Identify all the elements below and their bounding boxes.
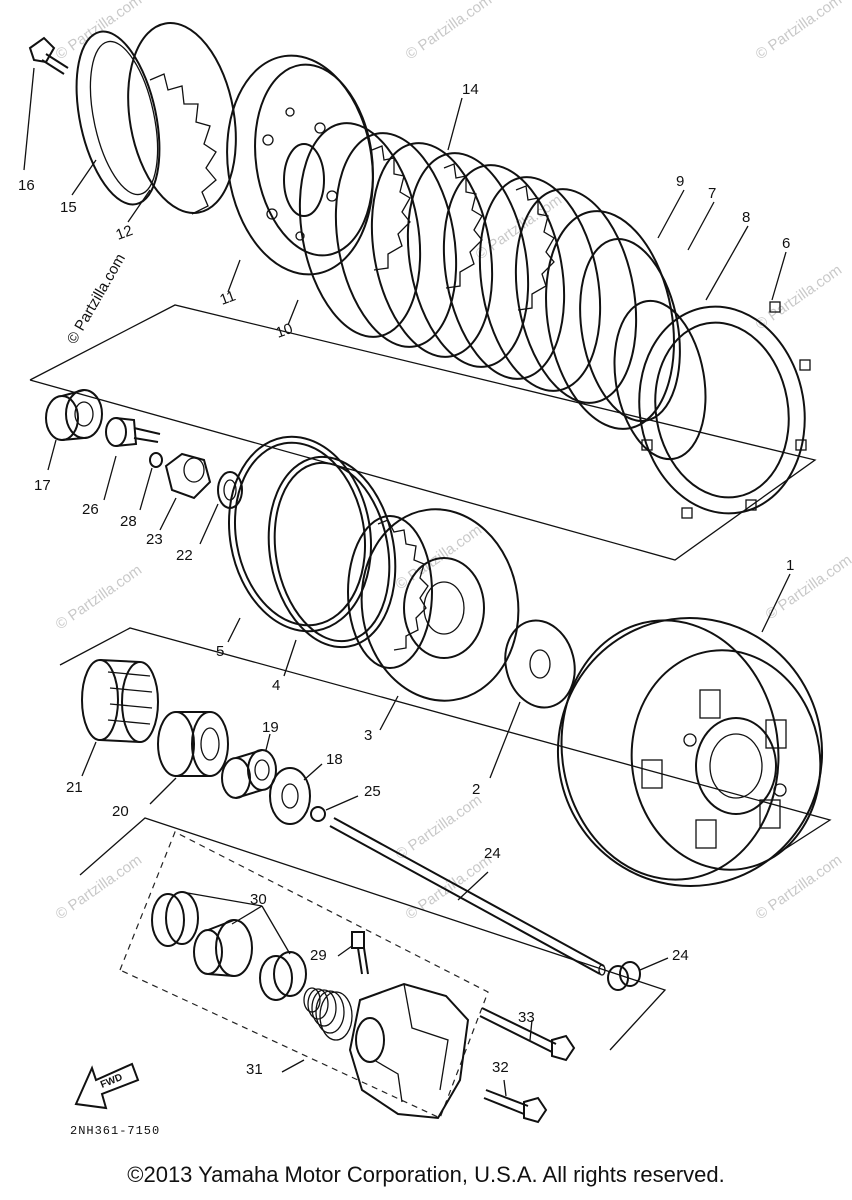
callout-3: 3 <box>364 727 372 744</box>
part-31-seals <box>151 891 307 1001</box>
callout-20: 20 <box>112 803 129 820</box>
callout-6: 6 <box>782 235 790 252</box>
callout-15: 15 <box>60 199 77 216</box>
callouts: 14 16 15 12 9 7 8 6 11 10 17 26 28 23 22… <box>18 81 794 1078</box>
callout-28: 28 <box>120 513 137 530</box>
copyright-notice: ©2013 Yamaha Motor Corporation, U.S.A. A… <box>127 1162 725 1187</box>
part-1-clutch-housing <box>556 573 824 887</box>
middle-group-frame <box>59 627 832 866</box>
part-6-plate <box>638 251 811 519</box>
part-24-cap <box>607 957 669 991</box>
upper-group-frame <box>29 304 817 561</box>
callout-2: 2 <box>472 781 480 798</box>
clutch-plate-stack <box>287 97 638 404</box>
kit-29-frame <box>119 831 489 1119</box>
callout-16: 16 <box>18 177 35 194</box>
callout-1: 1 <box>786 557 794 574</box>
part-25-push-rod <box>329 817 606 976</box>
callout-4: 4 <box>272 677 280 694</box>
part-23-nut <box>159 452 212 531</box>
part-30-bleed-screw <box>337 931 369 975</box>
watermark: © Partzilla.com <box>753 0 846 63</box>
callout-31: 30 <box>250 891 267 908</box>
parts-9-7-8 <box>545 189 749 461</box>
part-28-o-ring <box>149 452 163 468</box>
callout-30: 29 <box>310 947 327 964</box>
callout-5: 5 <box>216 643 224 660</box>
callout-29: 31 <box>246 1061 263 1078</box>
lower-group-frame <box>79 817 667 1051</box>
callout-7: 7 <box>708 185 716 202</box>
callout-14: 12 <box>114 222 135 244</box>
callout-27: 26 <box>82 501 99 518</box>
part-29-slave-cylinder <box>281 982 470 1120</box>
watermark-vertical: © Partzilla.com <box>64 251 129 347</box>
part-19-bushing <box>221 733 277 799</box>
callout-19: 19 <box>262 719 279 736</box>
diagram-part-number: 2NH361-7150 <box>70 1124 161 1138</box>
callout-26: 25 <box>364 783 381 800</box>
callout-8: 8 <box>742 209 750 226</box>
part-16-bolt <box>23 36 69 171</box>
part-21-needle-bearing <box>81 659 159 777</box>
watermark: © Partzilla.com <box>763 551 852 623</box>
callout-18: 18 <box>326 751 343 768</box>
callout-21: 21 <box>66 779 83 796</box>
callout-23: 23 <box>146 531 163 548</box>
fwd-arrow-icon: FWD <box>74 1062 140 1110</box>
watermark: © Partzilla.com <box>403 0 496 63</box>
part-14-spring-plate <box>127 22 237 223</box>
part-17-bearing <box>45 389 103 471</box>
callout-22: 22 <box>176 547 193 564</box>
part-27-pushrod-end <box>103 417 161 501</box>
group-frames <box>29 304 832 1119</box>
callout-9: 9 <box>676 173 684 190</box>
callout-33: 33 <box>518 1009 535 1026</box>
fwd-label: FWD <box>99 1072 124 1091</box>
watermark: © Partzilla.com <box>753 261 846 333</box>
exploded-parts-diagram: © Partzilla.com © Partzilla.com © Partzi… <box>18 0 852 1124</box>
watermark: © Partzilla.com <box>393 791 486 863</box>
part-2-thrust-washer <box>489 619 576 779</box>
part-20-spacer <box>149 711 229 805</box>
part-15-plate <box>71 30 161 206</box>
part-33-bolt <box>479 1007 576 1062</box>
part-18-washer <box>269 763 323 825</box>
callout-12: 11 <box>218 287 238 308</box>
part-spring <box>303 987 353 1041</box>
callout-32: 32 <box>492 1059 509 1076</box>
watermark: © Partzilla.com <box>53 851 146 923</box>
callout-17: 17 <box>34 477 51 494</box>
parts-5-4-rings <box>227 435 397 677</box>
part-26-ball <box>310 806 326 822</box>
callout-10: 14 <box>462 81 479 98</box>
callout-11: 10 <box>274 320 295 342</box>
watermark: © Partzilla.com <box>53 561 146 633</box>
part-12-pressure-plate <box>226 54 374 293</box>
part-32-bolt <box>483 1079 548 1124</box>
callout-25: 24 <box>484 845 501 862</box>
part-3-clutch-boss <box>347 508 520 731</box>
callout-24: 24 <box>672 947 689 964</box>
